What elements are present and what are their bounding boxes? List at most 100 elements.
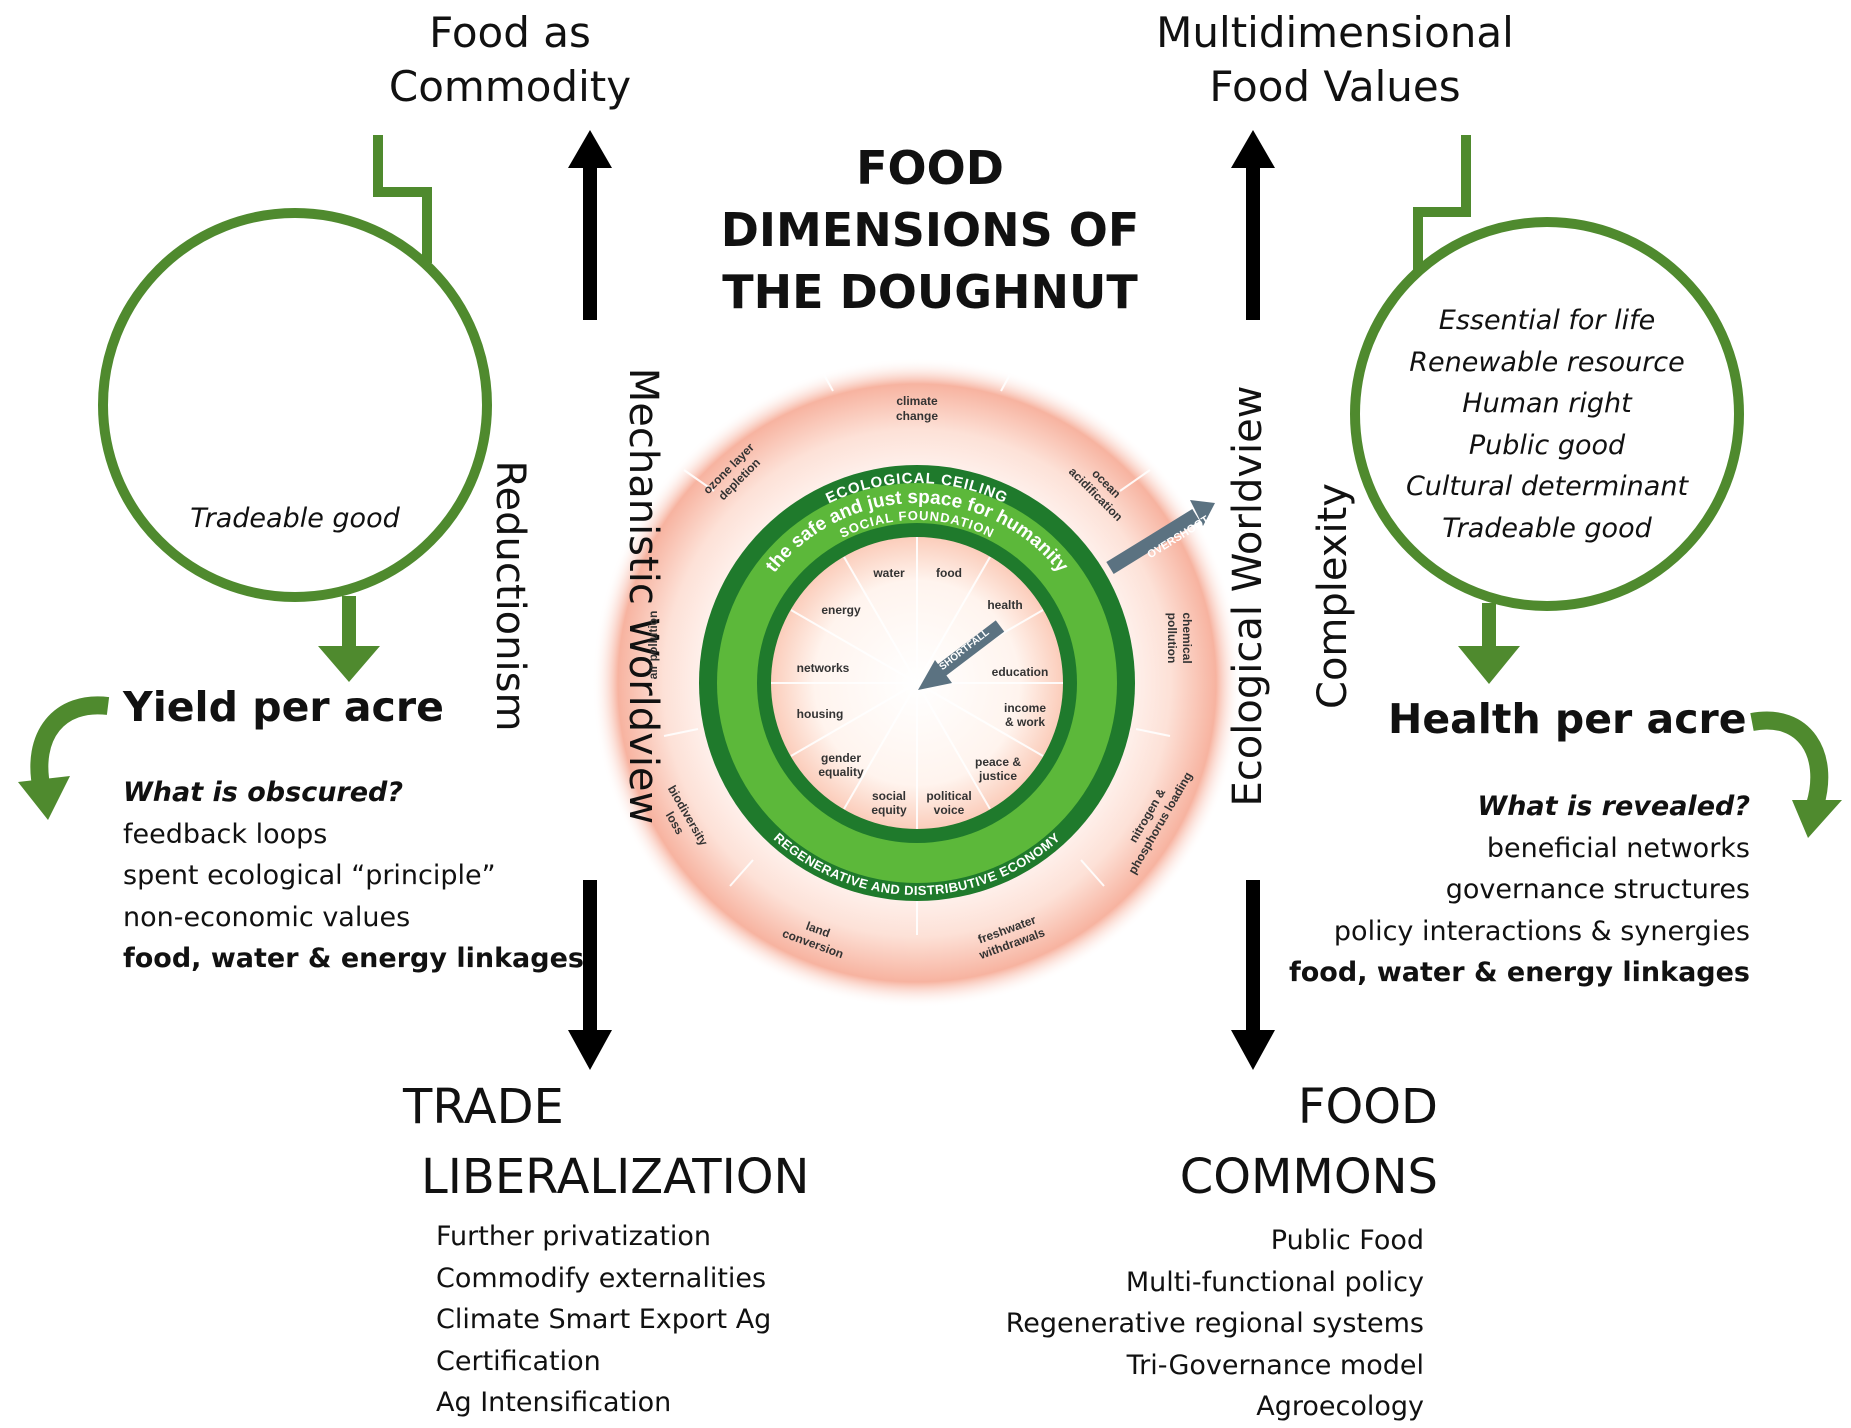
economy-label: REGENERATIVE AND DISTRIBUTIVE ECONOMY	[771, 830, 1062, 898]
inner-label-food: food	[936, 566, 962, 580]
safe-space-label: the safe and just space for humanity	[762, 487, 1073, 577]
overshoot-label: OVERSHOOT	[1145, 514, 1211, 562]
left-bottom-label-line-1: TRADE	[403, 1079, 564, 1135]
shortfall-label: SHORTFALL	[937, 627, 991, 673]
svg-text:voice: voice	[934, 803, 965, 817]
right-circle-value: Renewable resource	[1409, 346, 1685, 378]
left-list-item: spent ecological “principle”	[123, 860, 496, 891]
right-bottom-label: FOOD COMMONS	[1100, 1072, 1438, 1212]
right-circle-value: Cultural determinant	[1405, 471, 1689, 502]
left-down-arrowhead	[318, 646, 380, 682]
svg-text:equity: equity	[871, 803, 907, 817]
svg-text:equality: equality	[818, 765, 864, 779]
outer-label-air-pollution: air pollution	[646, 611, 660, 680]
left-bottom-label: TRADE LIBERALIZATION	[403, 1072, 809, 1212]
svg-text:social: social	[872, 789, 906, 803]
left-top-label-line-1: Food as	[429, 8, 591, 57]
svg-text:justice: justice	[978, 769, 1017, 783]
svg-text:change: change	[896, 409, 938, 423]
outer-label-chemical-pollution: chemical pollution	[1165, 612, 1194, 663]
inner-label-networks: networks	[797, 661, 850, 675]
svg-text:& work: & work	[1005, 715, 1045, 729]
right-circle-value: Essential for life	[1438, 305, 1656, 336]
inner-label-housing: housing	[797, 707, 844, 721]
left-bottom-item: Certification	[436, 1345, 601, 1377]
left-top-label: Food as Commodity	[360, 6, 660, 114]
left-question: What is obscured?	[123, 777, 404, 808]
right-bottom-label-line-2: COMMONS	[1179, 1149, 1438, 1205]
right-bottom-item: Tri-Governance model	[1126, 1349, 1424, 1381]
left-curved-arrow	[30, 696, 110, 792]
svg-text:the safe and just space for hu: the safe and just space for humanity	[762, 487, 1073, 577]
overshoot-arrow	[1106, 509, 1200, 574]
outer-label-climate-change: climate change	[896, 394, 938, 423]
svg-text:income: income	[1004, 701, 1046, 715]
right-circle-value: Public good	[1468, 429, 1626, 461]
right-circle-value: Human right	[1462, 388, 1632, 419]
left-bottom-item: Commodify externalities	[436, 1262, 767, 1294]
right-metric: Health per acre	[1388, 695, 1747, 743]
svg-text:REGENERATIVE AND DISTRIBUTIVE: REGENERATIVE AND DISTRIBUTIVE ECONOMY	[771, 830, 1063, 898]
right-list-item: policy interactions & synergies	[1333, 915, 1750, 947]
outer-label-nitrogen-phosphorus: nitrogen & phosphorus loading	[1125, 770, 1195, 877]
inner-label-energy: energy	[821, 603, 861, 617]
title-line-3: THE DOUGHNUT	[722, 265, 1138, 319]
right-list-item-bold: food, water & energy linkages	[1289, 957, 1750, 988]
right-circle-values: Essential for life Renewable resource Hu…	[1387, 300, 1707, 549]
right-bottom-item: Regenerative regional systems	[1005, 1308, 1424, 1339]
outer-label-ozone-depletion: ozone layer depletion	[700, 440, 763, 503]
right-circle-value: Tradeable good	[1442, 512, 1652, 544]
right-top-label: Multidimensional Food Values	[1120, 6, 1550, 114]
left-list-item: feedback loops	[123, 818, 328, 850]
left-bottom-item: Ag Intensification	[436, 1387, 672, 1418]
left-bottom-item: Climate Smart Export Ag	[436, 1304, 772, 1335]
right-question: What is revealed?	[1477, 791, 1750, 822]
left-list-item-bold: food, water & energy linkages	[123, 943, 584, 974]
left-down-black-arrowhead	[568, 1030, 612, 1070]
svg-text:peace &: peace &	[975, 755, 1021, 769]
page-title: FOOD DIMENSIONS OF THE DOUGHNUT	[680, 137, 1180, 323]
inner-label-water: water	[872, 566, 905, 580]
left-bottom-item: Further privatization	[436, 1221, 712, 1252]
shortfall-arrow	[933, 620, 1005, 679]
inner-label-peace-justice: peace & justice	[975, 755, 1021, 783]
outer-label-biodiversity-loss: biodiversity loss	[663, 783, 711, 849]
left-bottom-list: Further privatization Commodify external…	[436, 1216, 771, 1424]
left-top-label-line-2: Commodity	[388, 62, 632, 111]
left-metric: Yield per acre	[123, 683, 444, 731]
svg-text:chemical: chemical	[1180, 612, 1194, 663]
right-down-arrowhead	[1458, 646, 1520, 684]
doughnut-graphic	[592, 358, 1242, 1008]
right-list-item: beneficial networks	[1486, 832, 1750, 864]
svg-text:climate: climate	[896, 394, 938, 408]
inner-label-education: education	[992, 665, 1049, 679]
right-list-item: governance structures	[1445, 874, 1750, 905]
right-top-label-line-2: Food Values	[1209, 62, 1461, 111]
right-revealed-list: What is revealed? beneficial networks go…	[1250, 786, 1750, 994]
svg-text:pollution: pollution	[1165, 613, 1179, 664]
right-bottom-item: Multi-functional policy	[1125, 1266, 1424, 1298]
title-line-1: FOOD	[856, 141, 1004, 195]
title-line-2: DIMENSIONS OF	[720, 203, 1140, 257]
right-up-arrowhead	[1231, 130, 1275, 168]
right-bottom-item: Agroecology	[1256, 1391, 1424, 1422]
right-curved-arrow	[1750, 711, 1829, 808]
right-bottom-label-line-1: FOOD	[1297, 1079, 1438, 1135]
right-value-circle	[1350, 217, 1744, 611]
left-bottom-label-line-2: LIBERALIZATION	[421, 1149, 810, 1205]
right-down-black-arrowhead	[1231, 1030, 1275, 1070]
svg-text:political: political	[926, 789, 971, 803]
right-bottom-item: Public Food	[1270, 1225, 1424, 1256]
left-value-circle	[98, 208, 492, 602]
inner-label-political-voice: political voice	[926, 789, 971, 817]
left-list-item: non-economic values	[123, 901, 411, 933]
right-bottom-list: Public Food Multi-functional policy Rege…	[924, 1220, 1424, 1428]
outer-label-freshwater-withdrawals: freshwater withdrawals	[976, 912, 1047, 962]
outer-label-land-conversion: land conversion	[780, 919, 845, 961]
right-top-label-line-1: Multidimensional	[1156, 8, 1514, 57]
inner-label-income-work: income & work	[1004, 701, 1046, 729]
right-connector-line	[1413, 135, 1471, 270]
